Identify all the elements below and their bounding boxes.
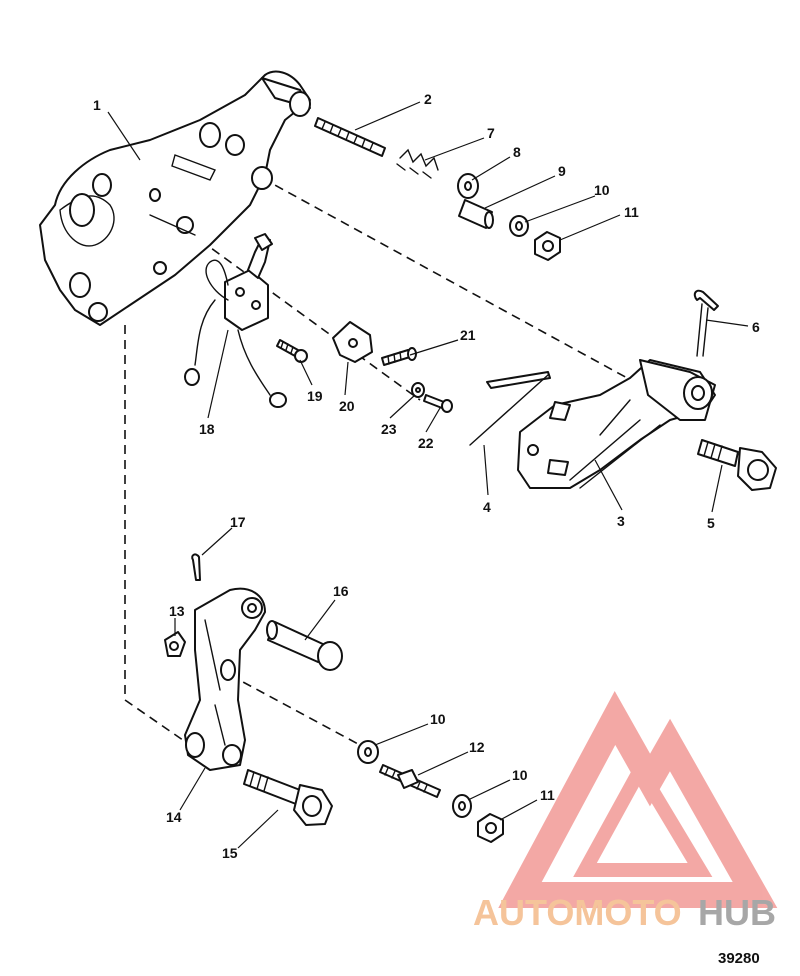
callout-4: 4 [483,499,491,515]
callout-7: 7 [487,125,495,141]
watermark-text-automoto: AUTOMOTO [473,892,682,933]
part-20-block [332,321,373,363]
part-11-nut-bottom [477,813,504,843]
callout-14: 14 [166,809,182,825]
part-10-washer-middle [357,740,379,764]
callout-19: 19 [307,388,323,404]
part-7-spring [396,148,439,179]
callout-15: 15 [222,845,238,861]
part-11-nut-top [534,231,561,261]
watermark-logo [498,691,778,908]
watermark-triangle-inner [573,755,713,877]
part-22-screw [423,394,453,413]
part-6-cotter-pin [693,289,719,357]
callout-20: 20 [339,398,355,414]
leader-lines [107,101,749,849]
callout-labels: 1 2 3 4 5 6 7 8 9 10 11 18 19 20 21 22 2… [93,91,760,861]
part-13-small-pin [164,631,186,657]
callout-10-middle: 10 [430,711,446,727]
callout-8: 8 [513,144,521,160]
callout-12: 12 [469,739,485,755]
callout-11-top: 11 [624,204,639,220]
alignment-lines [124,177,641,746]
part-21-screw [381,347,417,366]
callout-10-top: 10 [594,182,610,198]
callout-9: 9 [558,163,566,179]
part-5-shoulder-bolt [697,439,777,491]
part-17-cotter-pin [191,553,201,581]
watermark-text-hub: HUB [698,892,776,933]
callout-1: 1 [93,97,101,113]
callout-16: 16 [333,583,349,599]
callout-23: 23 [381,421,397,437]
part-3-arm-bracket [517,359,716,489]
part-2-stud [314,117,386,157]
part-18-switch-assembly [184,233,287,408]
part-16-clevis-pin [266,620,343,671]
part-1-main-bracket [39,70,311,326]
callout-13: 13 [169,603,185,619]
part-23-lockwasher [411,382,425,398]
callout-11-bottom: 11 [540,787,555,803]
callout-5: 5 [707,515,715,531]
part-14-lower-lever [184,587,266,771]
part-12-stud [379,764,441,798]
callout-22: 22 [418,435,434,451]
part-4-link-rod [469,371,551,446]
watermark-triangle-outer [498,691,778,908]
figure-number: 39280 [718,950,760,967]
callout-21: 21 [460,327,476,343]
callout-10-bottom: 10 [512,767,528,783]
callout-2: 2 [424,91,432,107]
part-15-shoulder-bolt [243,769,333,826]
part-10-washer-top [509,215,529,237]
callout-17: 17 [230,514,246,530]
callout-6: 6 [752,319,760,335]
callout-3: 3 [617,513,625,529]
callout-18: 18 [199,421,215,437]
part-10-washer-bottom [452,794,472,818]
part-19-screw [276,339,308,363]
part-9-spacer [458,199,494,229]
